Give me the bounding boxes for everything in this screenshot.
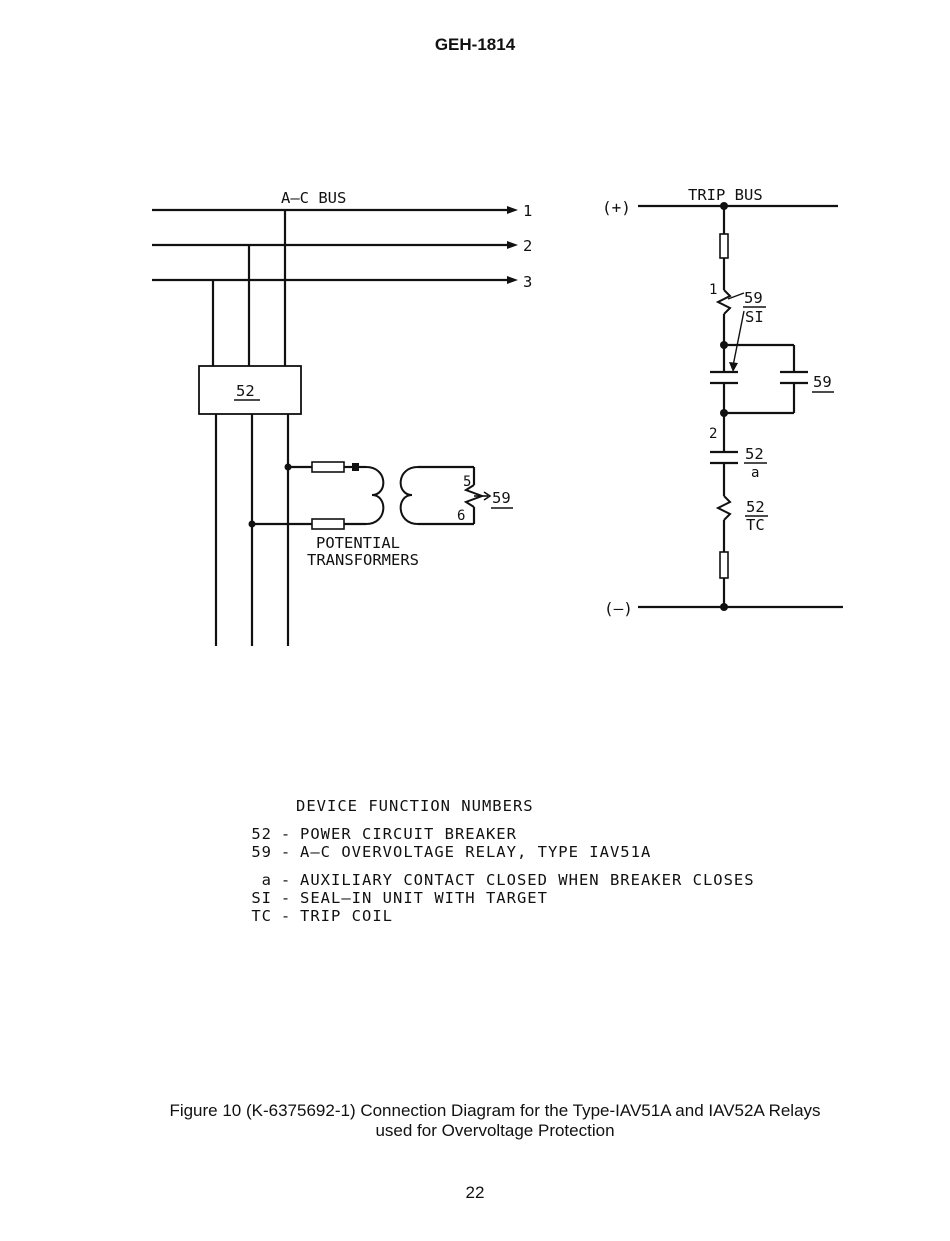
caption-line-1: Figure 10 (K-6375692-1) Connection Diagr…: [169, 1101, 821, 1120]
trip-fuse-upper: [719, 233, 729, 259]
bus-phase-1-arrow: [507, 206, 518, 214]
trip-coil: [715, 495, 732, 521]
page-number: 22: [465, 1183, 485, 1202]
legend-text: AUXILIARY CONTACT CLOSED WHEN BREAKER CL…: [300, 871, 755, 889]
pt-primary-winding: [365, 466, 385, 525]
ac-bus-circuit: [152, 206, 518, 646]
aux-contact-label-52: 52: [745, 445, 764, 463]
trip-bus-label: TRIP BUS: [688, 186, 763, 204]
legend-text: TRIP COIL: [300, 907, 393, 925]
ac-bus-label: A–C BUS: [281, 189, 346, 207]
device-function-legend: DEVICE FUNCTION NUMBERS 52-POWER CIRCUIT…: [246, 797, 755, 925]
trip-coil-label-52: 52: [746, 498, 765, 516]
trip-fuse-lower: [719, 551, 729, 579]
legend-code: SI: [251, 889, 272, 907]
legend-code: 52: [251, 825, 272, 843]
legend-item: 59-A–C OVERVOLTAGE RELAY, TYPE IAV51A: [246, 843, 755, 861]
legend-code: a: [261, 871, 272, 889]
phase-2-label: 2: [523, 237, 532, 255]
phase-3-label: 3: [523, 273, 532, 291]
pt-label-line1: POTENTIAL: [316, 534, 400, 552]
contact-59-label: 59: [813, 373, 832, 391]
legend-text: SEAL–IN UNIT WITH TARGET: [300, 889, 548, 907]
si-terminal-1: 1: [709, 282, 717, 298]
trip-coil-label-tc: TC: [746, 516, 765, 534]
pt-secondary-winding: [399, 466, 419, 525]
negative-label: (–): [604, 599, 633, 618]
bus-phase-3-arrow: [507, 276, 518, 284]
trip-circuit: [638, 202, 843, 611]
relay-terminal-6: 6: [457, 508, 465, 524]
phase-1-label: 1: [523, 202, 532, 220]
fuse-upper-cap: [352, 463, 359, 471]
positive-label: (+): [602, 198, 631, 217]
bus-phase-2-arrow: [507, 241, 518, 249]
legend-text: POWER CIRCUIT BREAKER: [300, 825, 517, 843]
relay-terminal-5: 5: [463, 474, 471, 490]
breaker-52-box: [198, 365, 302, 415]
legend-item: a-AUXILIARY CONTACT CLOSED WHEN BREAKER …: [246, 871, 755, 889]
aux-contact-label-a: a: [751, 465, 759, 481]
legend-code: TC: [251, 907, 272, 925]
si-label-si: SI: [745, 308, 764, 326]
fuse-upper: [311, 461, 345, 473]
si-terminal-2: 2: [709, 426, 717, 442]
si-label-59: 59: [744, 289, 763, 307]
document-code: GEH-1814: [434, 35, 516, 54]
si-coil: [715, 289, 732, 315]
legend-text: A–C OVERVOLTAGE RELAY, TYPE IAV51A: [300, 843, 652, 861]
legend-title: DEVICE FUNCTION NUMBERS: [296, 797, 534, 815]
breaker-52-label: 52: [236, 382, 255, 400]
caption-line-2: used for Overvoltage Protection: [375, 1121, 615, 1140]
legend-item: 52-POWER CIRCUIT BREAKER: [246, 825, 755, 843]
relay-59-label: 59: [492, 489, 511, 507]
figure-caption: Figure 10 (K-6375692-1) Connection Diagr…: [90, 1101, 900, 1141]
fuse-lower: [311, 518, 345, 530]
legend-item: TC-TRIP COIL: [246, 907, 755, 925]
legend-code: 59: [251, 843, 272, 861]
pt-label-line2: TRANSFORMERS: [307, 551, 419, 569]
connection-diagram: A–C BUS 1 2 3 52 5 6 59 POTENTIAL TRANSF…: [152, 186, 843, 646]
legend-item: SI-SEAL–IN UNIT WITH TARGET: [246, 889, 755, 907]
